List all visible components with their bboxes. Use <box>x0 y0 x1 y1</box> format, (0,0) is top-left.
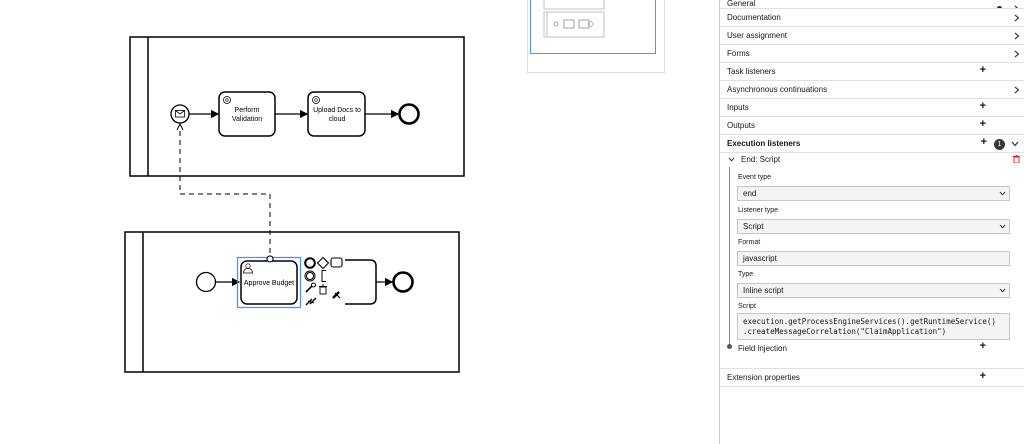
service-task-gear-icon <box>312 96 320 104</box>
append-end-event-icon[interactable] <box>304 257 316 269</box>
listener-entry-header[interactable]: End: Script <box>728 155 780 164</box>
add-execution-listener-plus-icon[interactable]: + <box>980 136 987 148</box>
change-type-wrench-icon[interactable] <box>305 282 316 293</box>
task-upload-docs[interactable]: Upload Docs to cloud <box>307 91 366 137</box>
delete-trash-icon[interactable] <box>319 284 327 295</box>
user-task-icon <box>243 263 253 274</box>
execution-listener-entry: End: Script Event type end Listener type… <box>720 153 1024 369</box>
group-inputs[interactable]: Inputs + <box>720 99 1024 117</box>
task-perform-validation-label-2: Validation <box>232 116 262 123</box>
data-marker-dot-icon <box>997 6 1002 8</box>
service-task-gear-icon <box>223 96 231 104</box>
group-asynchronous-continuations[interactable]: Asynchronous continuations <box>720 81 1024 99</box>
group-task-listeners[interactable]: Task listeners + <box>720 63 1024 81</box>
field-injection-label: Field injection <box>738 344 787 353</box>
minimap-viewport[interactable] <box>530 0 656 54</box>
group-forms[interactable]: Forms <box>720 45 1024 63</box>
chevron-right-icon[interactable] <box>1014 27 1020 45</box>
context-pad[interactable] <box>304 256 343 306</box>
format-label: Format <box>738 239 761 246</box>
task-unnamed[interactable] <box>345 259 377 305</box>
add-plus-icon[interactable]: + <box>979 64 986 76</box>
chevron-right-icon[interactable] <box>1014 81 1020 99</box>
group-execution-listeners[interactable]: Execution listeners + 1 <box>720 135 1024 153</box>
end-event-2[interactable] <box>392 271 414 293</box>
group-label: Inputs <box>727 103 749 112</box>
script-textarea[interactable]: execution.getProcessEngineServices().get… <box>737 313 1010 340</box>
add-field-injection-plus-icon[interactable]: + <box>979 340 986 352</box>
select-chevron-down-icon <box>999 187 1006 200</box>
chevron-right-icon[interactable] <box>1014 9 1020 27</box>
task-approve-budget-label: Approve Budget <box>244 280 294 287</box>
delete-listener-trash-icon[interactable] <box>1013 155 1020 165</box>
listener-type-select[interactable]: Script <box>737 219 1010 234</box>
event-type-value: end <box>743 189 757 198</box>
task-perform-validation-label-1: Perform <box>235 107 260 114</box>
add-extension-property-plus-icon[interactable]: + <box>979 370 986 382</box>
group-label: General <box>727 0 756 8</box>
bpmn-diagram[interactable]: Perform Validation Upload Docs to cloud <box>0 0 719 444</box>
append-intermediate-event-icon[interactable] <box>304 270 316 282</box>
listener-type-value: Script <box>743 222 764 231</box>
select-chevron-down-icon <box>999 284 1006 297</box>
listener-type-label: Listener type <box>738 207 779 214</box>
group-label: Forms <box>727 49 750 58</box>
task-approve-budget[interactable]: Approve Budget <box>236 256 302 309</box>
diagram-canvas[interactable]: Perform Validation Upload Docs to cloud <box>0 0 719 444</box>
entry-tree-dot <box>727 344 732 349</box>
message-flow[interactable] <box>180 127 271 262</box>
chevron-right-icon[interactable] <box>1014 45 1020 63</box>
chevron-right-icon[interactable] <box>1014 0 1020 8</box>
group-label: Task listeners <box>727 67 776 76</box>
group-label: Asynchronous continuations <box>727 85 828 94</box>
script-type-select[interactable]: Inline script <box>737 283 1010 298</box>
group-label: Outputs <box>727 121 756 130</box>
minimap[interactable] <box>527 0 665 73</box>
event-type-label: Event type <box>738 174 772 181</box>
connect-tool-icon[interactable] <box>305 297 317 306</box>
listener-entry-title: End: Script <box>741 155 781 164</box>
script-type-value: Inline script <box>743 286 784 295</box>
add-plus-icon[interactable]: + <box>979 100 986 112</box>
minimap-diagram <box>543 0 605 38</box>
group-label: User assignment <box>727 31 788 40</box>
task-perform-validation[interactable]: Perform Validation <box>218 91 276 137</box>
event-type-select[interactable]: end <box>737 186 1010 201</box>
append-task-icon[interactable] <box>330 257 343 268</box>
group-general[interactable]: General <box>720 0 1024 9</box>
group-execution-listeners-label: Execution listeners <box>727 139 801 148</box>
entry-collapse-chevron-icon[interactable] <box>728 157 735 162</box>
text-annotation-icon[interactable] <box>321 270 326 282</box>
start-event-2[interactable] <box>195 271 217 293</box>
type-label: Type <box>738 271 754 278</box>
entry-tree-line <box>729 167 730 347</box>
format-input[interactable]: javascript <box>737 251 1010 266</box>
message-flow-target-marker <box>266 255 274 263</box>
end-event-1[interactable] <box>398 103 420 125</box>
color-tool-icon[interactable] <box>332 291 341 299</box>
task-upload-docs-label-1: Upload Docs to <box>313 107 361 114</box>
select-chevron-down-icon <box>999 220 1006 233</box>
execution-listeners-count-badge: 1 <box>994 139 1005 150</box>
message-start-event[interactable] <box>170 104 190 124</box>
group-extension-properties[interactable]: Extension properties + <box>720 369 1024 387</box>
script-label: Script <box>738 303 756 310</box>
group-user-assignment[interactable]: User assignment <box>720 27 1024 45</box>
group-outputs[interactable]: Outputs + <box>720 117 1024 135</box>
group-extension-properties-label: Extension properties <box>727 373 800 382</box>
task-upload-docs-label-2: cloud <box>329 116 346 123</box>
collapse-chevron-down-icon[interactable] <box>1011 135 1019 153</box>
group-label: Documentation <box>727 13 781 22</box>
add-plus-icon[interactable]: + <box>979 118 986 130</box>
group-documentation[interactable]: Documentation <box>720 9 1024 27</box>
append-gateway-icon[interactable] <box>316 256 330 270</box>
